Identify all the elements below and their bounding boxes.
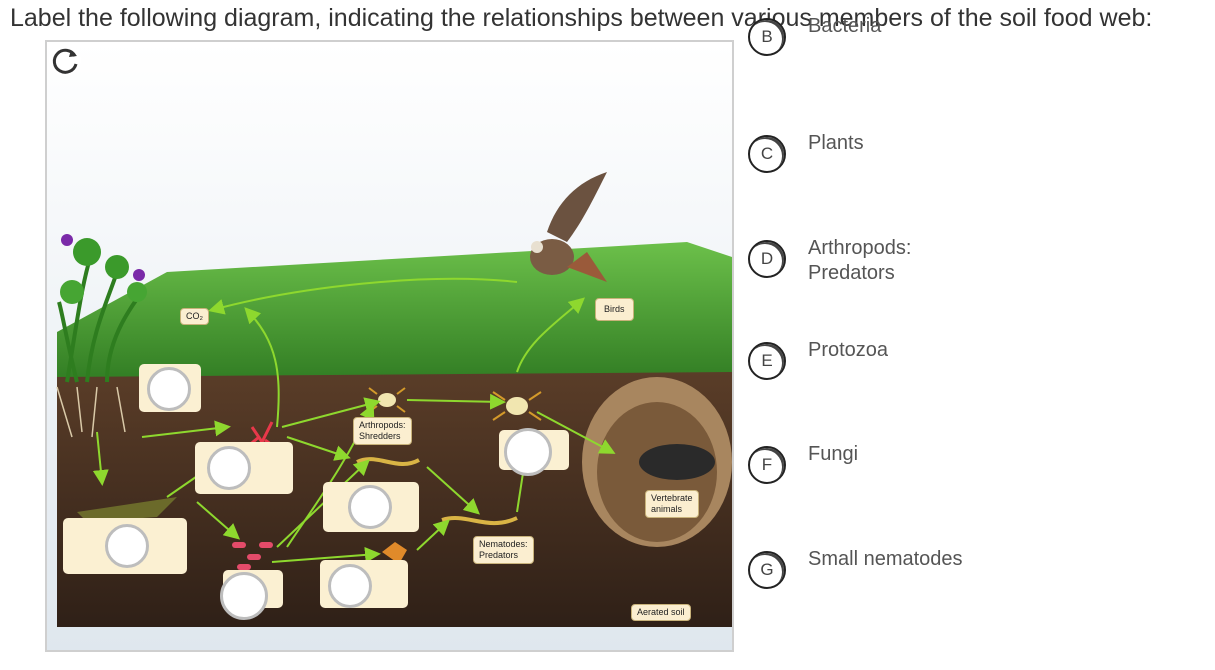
drop-zone-fungi[interactable]: [195, 442, 293, 494]
option-protozoa[interactable]: E Protozoa: [748, 339, 988, 380]
co2-label: CO₂: [180, 308, 209, 325]
drop-slot-small-nematodes[interactable]: [348, 485, 392, 529]
drop-zone-arthropods-predators[interactable]: [499, 428, 569, 476]
drop-slot-litter[interactable]: [105, 524, 149, 568]
drop-zone-bacteria[interactable]: [220, 570, 283, 620]
drop-slot-arthropods-predators[interactable]: [504, 428, 552, 476]
option-label-arthropods-predators: Arthropods: Predators: [808, 237, 912, 284]
plant-litter-icon: [77, 497, 177, 522]
aerated-soil-label: Aerated soil: [631, 604, 691, 621]
question-text: Label the following diagram, indicating …: [10, 4, 1153, 32]
protozoa-icon: [382, 542, 407, 564]
nematodes-predators-label: Nematodes: Predators: [473, 536, 534, 564]
option-bacteria[interactable]: B Bacteria: [748, 15, 988, 56]
hawk-icon: [530, 172, 607, 282]
soil-food-web-diagram: CO₂ Birds Arthropods: Shredders Nematode…: [45, 40, 734, 652]
option-label-protozoa: Protozoa: [808, 339, 889, 361]
predator-nematode-icon: [441, 516, 518, 526]
arthropods-shredders-label: Arthropods: Shredders: [353, 417, 412, 445]
option-badge-b[interactable]: B: [748, 18, 786, 56]
birds-label: Birds: [595, 298, 634, 321]
relationship-arrows: [92, 277, 616, 563]
vertebrate-animals-label: Vertebrate animals: [645, 490, 699, 518]
option-label-fungi: Fungi: [808, 443, 859, 465]
drop-zone-small-nematodes[interactable]: [323, 482, 419, 532]
plant-icon: [56, 234, 147, 438]
mole-icon: [639, 444, 715, 480]
option-label-plants: Plants: [808, 132, 864, 154]
option-small-nematodes[interactable]: G Small nematodes: [748, 548, 988, 589]
answer-options: B Bacteria C Plants D Arthropods: Predat…: [748, 15, 1208, 660]
bacteria-icon: [232, 542, 273, 570]
option-badge-c[interactable]: C: [748, 135, 786, 173]
grass-field: [57, 242, 732, 387]
reset-icon[interactable]: [47, 42, 83, 78]
drop-zone-litter[interactable]: [63, 518, 187, 574]
drop-slot-fungi[interactable]: [207, 446, 251, 490]
option-badge-g[interactable]: G: [748, 551, 786, 589]
option-label-bacteria: Bacteria: [808, 15, 882, 37]
option-fungi[interactable]: F Fungi: [748, 443, 988, 484]
option-badge-f[interactable]: F: [748, 446, 786, 484]
option-badge-d[interactable]: D: [748, 240, 786, 278]
option-plants[interactable]: C Plants: [748, 132, 988, 173]
drop-slot-protozoa[interactable]: [328, 564, 372, 608]
drop-zone-plants[interactable]: [139, 364, 201, 412]
drop-slot-bacteria[interactable]: [220, 572, 268, 620]
option-label-small-nematodes: Small nematodes: [808, 548, 963, 570]
option-arthropods-predators[interactable]: D Arthropods: Predators: [748, 237, 988, 286]
drop-slot-plants[interactable]: [147, 367, 191, 411]
option-badge-e[interactable]: E: [748, 342, 786, 380]
drop-zone-protozoa[interactable]: [320, 560, 408, 608]
